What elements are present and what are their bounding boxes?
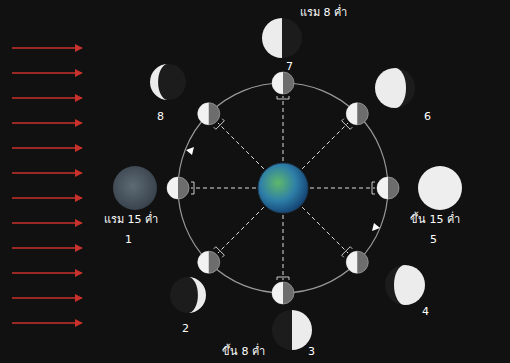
new-moon — [113, 166, 157, 210]
orbit-moon — [167, 177, 189, 199]
orbit-moon-lit-half — [167, 177, 178, 199]
sunlight-arrow — [12, 172, 82, 173]
sight-line — [310, 188, 375, 189]
orbit-moon-lit-half — [272, 72, 283, 94]
sight-line — [218, 123, 264, 169]
sight-line — [302, 123, 348, 169]
orbit-moon — [346, 103, 368, 125]
view-bracket — [277, 277, 289, 280]
orbit-moon-lit-half — [346, 251, 357, 273]
sight-lines — [191, 96, 375, 280]
callout-number: 2 — [182, 322, 189, 336]
phase-label: แรม 15 ค่ำ — [104, 213, 158, 227]
orbit-moon — [346, 251, 368, 273]
view-bracket — [191, 182, 194, 194]
moon-dark-side — [262, 18, 302, 58]
callout-number: 8 — [157, 110, 164, 124]
orbit-moon-lit-half — [346, 103, 357, 125]
phase-label: ขึ้น 15 ค่ำ — [410, 213, 460, 227]
moon-orbit — [178, 83, 388, 293]
sunlight-arrow — [12, 97, 82, 98]
view-bracket — [372, 182, 375, 194]
callout-number: 5 — [430, 233, 437, 247]
moon-dark-side — [385, 265, 425, 305]
phase-label: ขึ้น 8 ค่ำ — [222, 345, 265, 359]
moon-lit-part — [375, 68, 406, 108]
moon-lit-part — [262, 18, 282, 58]
callout-number: 6 — [424, 110, 431, 124]
moon-dark-side — [170, 277, 206, 313]
orbit-moon — [272, 72, 294, 94]
moon-lit-part — [188, 277, 206, 313]
moon-lit-part — [292, 310, 312, 350]
sunlight-arrow — [12, 197, 82, 198]
sunlight-arrow — [12, 297, 82, 298]
sight-line — [283, 215, 284, 280]
callout-number: 7 — [286, 60, 293, 74]
orbit-moon — [377, 177, 399, 199]
sunlight-arrow — [12, 47, 82, 48]
moon-dark-side — [272, 310, 312, 350]
orbit-moon — [198, 251, 220, 273]
orbit-moon-lit-half — [377, 177, 388, 199]
sight-line — [283, 96, 284, 161]
sight-line — [302, 207, 348, 253]
phase-label: แรม 8 ค่ำ — [300, 6, 347, 20]
moon-lit-part — [150, 64, 168, 100]
callout-number: 3 — [308, 345, 315, 359]
sunlight-arrows — [12, 48, 82, 323]
orbit-moon-lit-half — [198, 251, 209, 273]
sunlight-arrow — [12, 72, 82, 73]
view-bracket — [277, 96, 289, 99]
earth — [258, 163, 308, 213]
orbit-moon — [272, 282, 294, 304]
sunlight-arrow — [12, 322, 82, 323]
moon-dark-side — [375, 68, 415, 108]
orbit-moon-lit-half — [198, 103, 209, 125]
sunlight-arrow — [12, 222, 82, 223]
orbit-moon-lit-half — [272, 282, 283, 304]
full-moon — [418, 166, 462, 210]
orbit-moons — [167, 72, 399, 304]
moon-lit-part — [394, 265, 425, 305]
sight-line — [191, 188, 256, 189]
sunlight-arrow — [12, 122, 82, 123]
orbit-moon — [198, 103, 220, 125]
orbit-direction-arrow — [186, 147, 194, 155]
sunlight-arrow — [12, 147, 82, 148]
callout-number: 1 — [125, 233, 132, 247]
callout-number: 4 — [422, 305, 429, 319]
sunlight-arrow — [12, 247, 82, 248]
orbit-direction-arrow — [372, 223, 380, 231]
sunlight-arrow — [12, 272, 82, 273]
sight-line — [218, 207, 264, 253]
moon-dark-side — [150, 64, 186, 100]
moon-phase-views — [113, 18, 462, 350]
